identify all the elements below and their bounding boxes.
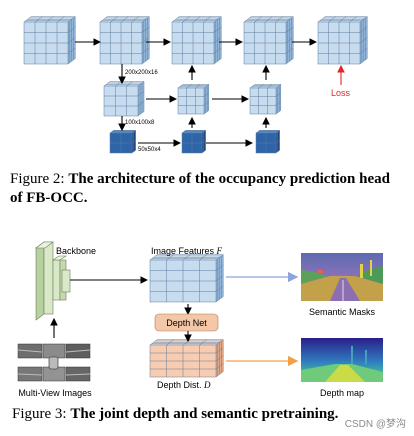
cube-top-5 [317, 16, 368, 65]
figure-2-diagram: 200x200x16 100x100x8 50x50x4 Loss [23, 16, 368, 154]
backbone-block [35, 241, 71, 321]
depth-net-box: Depth Net [154, 313, 219, 332]
cube-bot-3 [255, 129, 281, 154]
depth-net-label: Depth Net [166, 318, 207, 328]
figure-2-caption-text: The architecture of the occupancy predic… [10, 171, 390, 206]
figure-2-caption: Figure 2: The architecture of the occupa… [10, 170, 406, 208]
dim-label-mid: 100x100x8 [125, 120, 155, 126]
dim-label-bot: 50x50x4 [138, 147, 161, 153]
cube-mid-1 [103, 81, 145, 117]
view-front [42, 343, 66, 359]
cube-mid-2 [177, 83, 210, 115]
depth-map-label: Depth map [320, 388, 364, 398]
cube-top-4 [243, 16, 294, 65]
dim-label-top: 200x200x16 [125, 70, 158, 76]
multi-view-images-label: Multi-View Images [18, 388, 92, 398]
cube-top-3 [171, 16, 222, 65]
figure-2-caption-prefix: Figure 2: [10, 171, 69, 187]
watermark-text: CSDN @梦沟 [344, 419, 406, 430]
figure-3-caption: Figure 3: The joint depth and semantic p… [12, 405, 408, 424]
figure-3-caption-text: The joint depth and semantic pretraining… [70, 406, 339, 422]
cube-top-1 [23, 16, 76, 65]
cube-bot-2 [181, 129, 207, 154]
depth-dist-cube [149, 339, 224, 378]
cube-top-2 [99, 16, 150, 65]
semantic-mask-image [301, 253, 383, 301]
depth-map-image [301, 338, 383, 382]
cube-bot-1 [109, 129, 137, 154]
backbone-label: Backbone [56, 246, 96, 256]
figure-3-diagram: Backbone Image Features F Depth Net Dept… [17, 241, 383, 398]
ego-car [48, 356, 59, 370]
image-features-cube [149, 254, 224, 303]
cube-mid-3 [249, 83, 282, 115]
image-features-label: Image Features F [151, 246, 223, 256]
multi-view-images [17, 343, 91, 382]
figure-3-caption-prefix: Figure 3: [12, 406, 71, 422]
semantic-masks-label: Semantic Masks [309, 307, 376, 317]
depth-dist-label: Depth Dist. D [157, 380, 211, 390]
loss-label: Loss [331, 88, 351, 98]
